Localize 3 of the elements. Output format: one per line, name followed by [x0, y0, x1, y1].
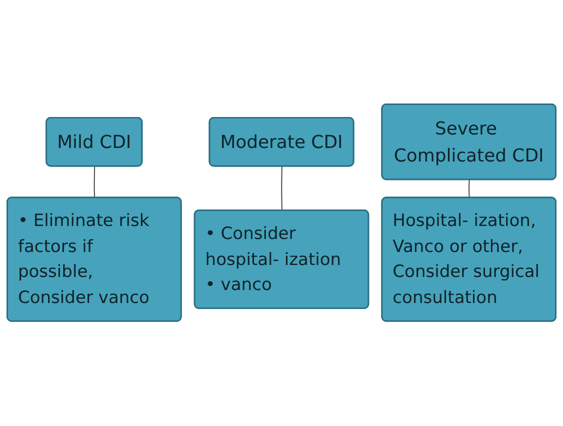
connector — [468, 180, 470, 199]
connector — [94, 166, 96, 199]
connector — [281, 166, 282, 212]
